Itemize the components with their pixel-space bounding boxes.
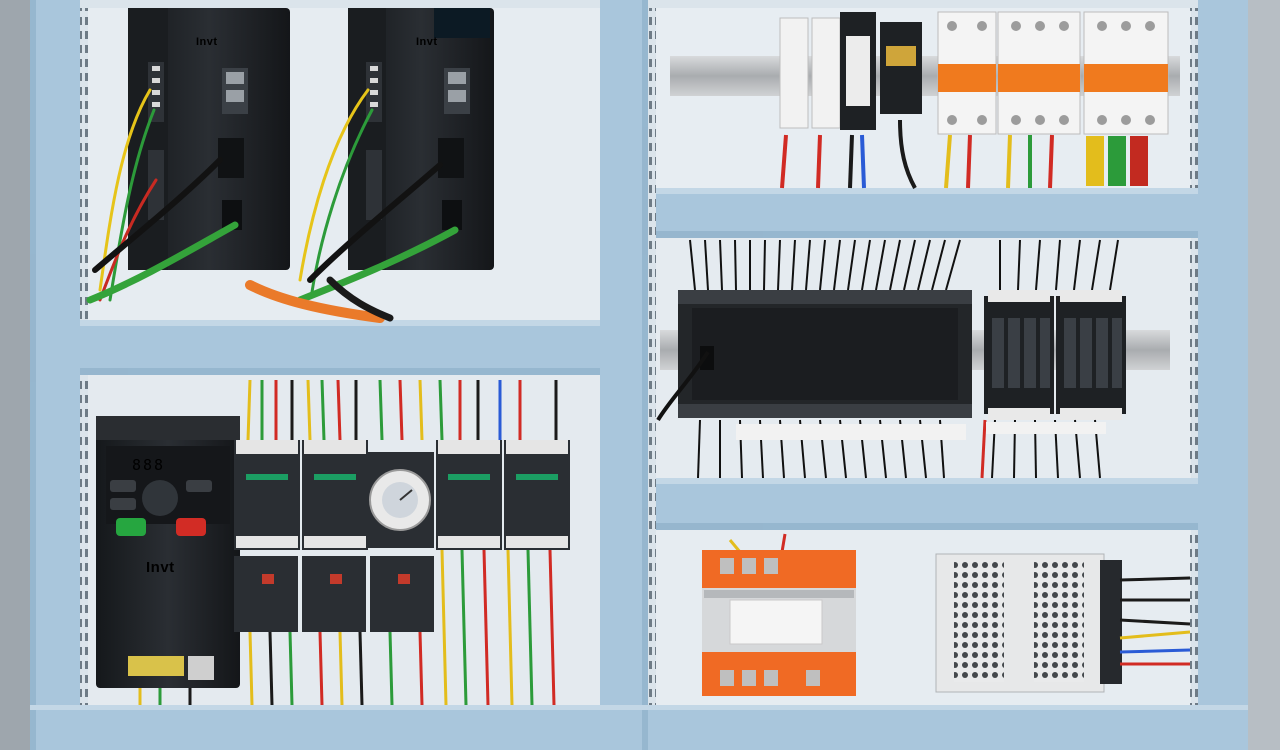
contactor-top-wiring bbox=[246, 379, 558, 441]
transformer bbox=[702, 533, 856, 696]
plc-wiring-top bbox=[689, 239, 1119, 291]
vfd-brand: Invt bbox=[146, 559, 175, 576]
servo-drive-right: Invt bbox=[348, 8, 494, 270]
breaker-output-wires bbox=[780, 119, 1054, 189]
circuit-breakers bbox=[937, 11, 1169, 135]
vfd-display-readout: 888 bbox=[132, 456, 165, 474]
plc bbox=[678, 290, 972, 418]
cable-duct-frame bbox=[30, 0, 1248, 750]
servo-drive-left-brand: Invt bbox=[196, 36, 218, 48]
terminal-blocks-colored bbox=[1086, 136, 1148, 186]
servo-drive-right-brand: Invt bbox=[416, 36, 438, 48]
servo-cables bbox=[86, 88, 459, 323]
vfd-wiring bbox=[138, 688, 192, 705]
vfd: 888 Invt bbox=[96, 416, 240, 688]
switching-power-supply bbox=[935, 553, 1122, 693]
servo-drive-left: Invt bbox=[128, 8, 290, 270]
contactors bbox=[234, 440, 570, 632]
psu-output-wires bbox=[1119, 576, 1191, 666]
timer-relay bbox=[366, 452, 434, 548]
contactor-bottom-wiring bbox=[248, 549, 556, 706]
fuse-holders bbox=[779, 12, 922, 130]
relay-modules bbox=[984, 290, 1126, 420]
